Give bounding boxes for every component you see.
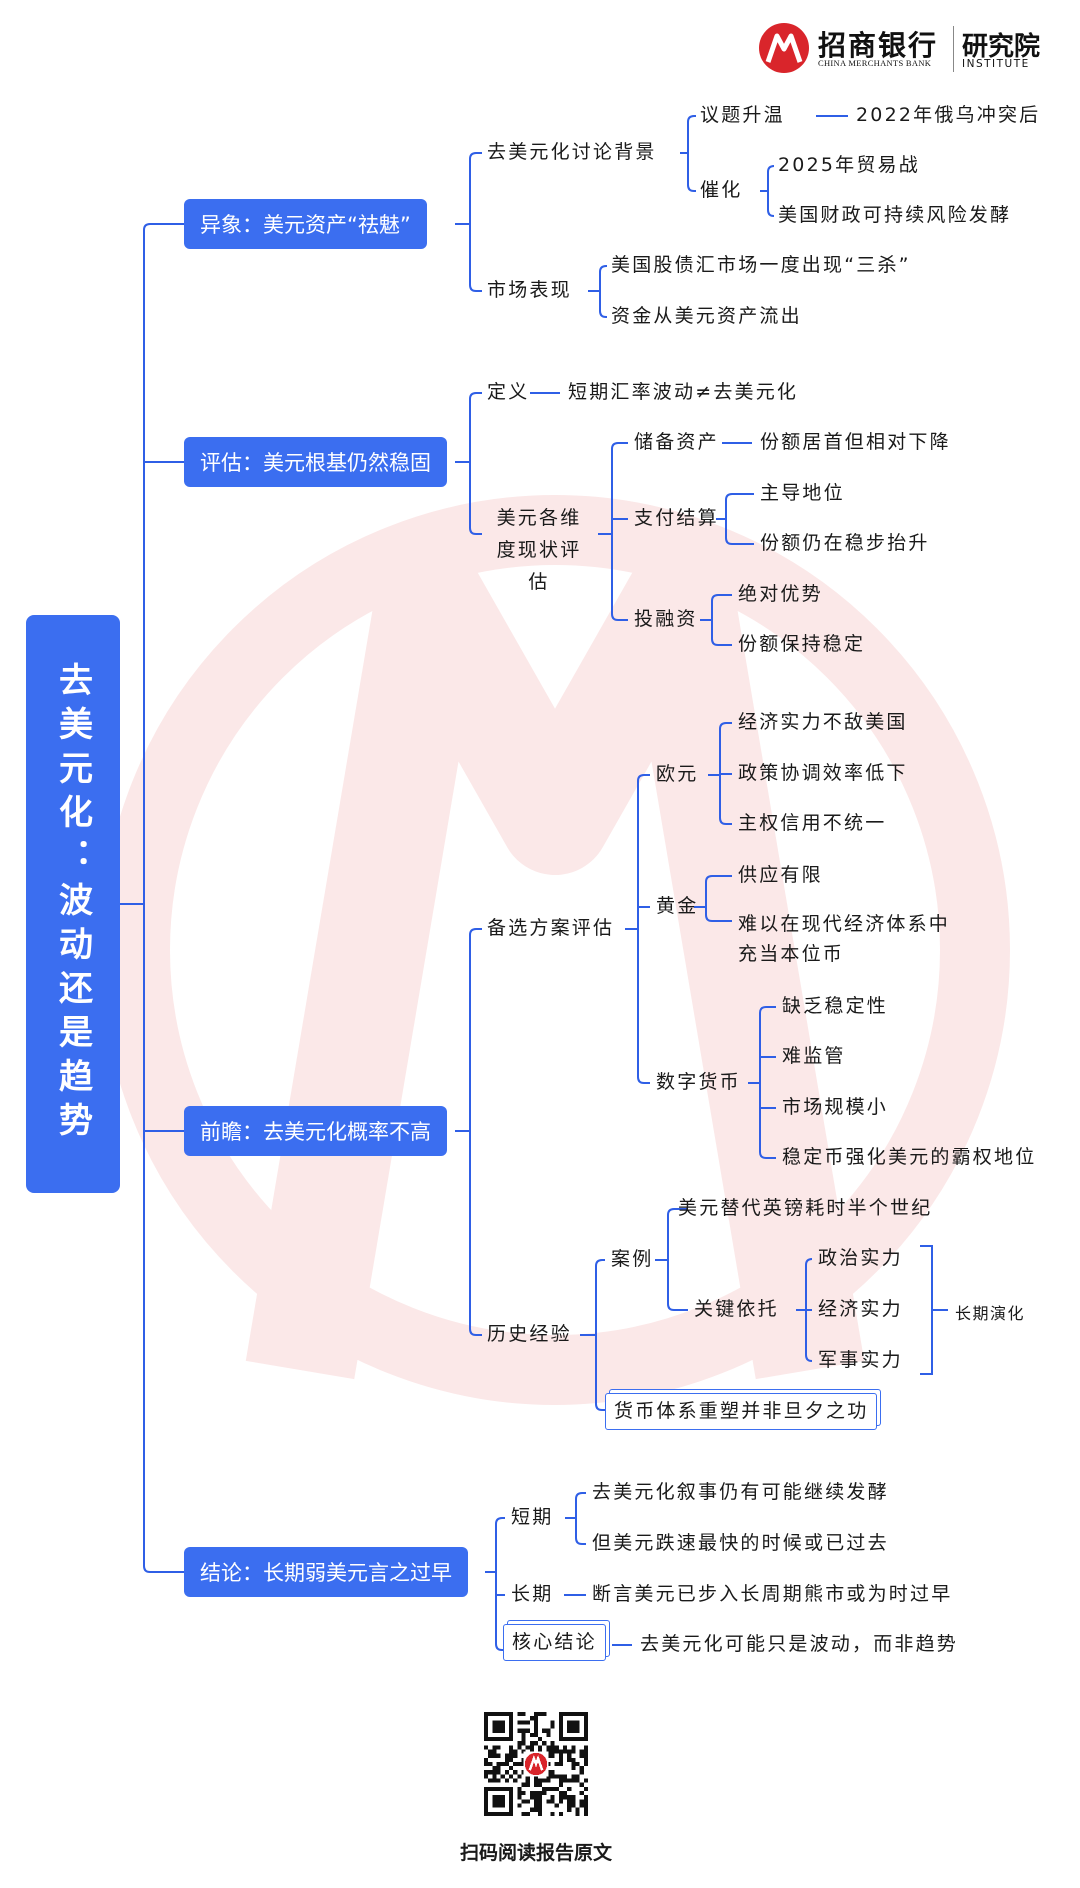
- node-key-support: 关键依托: [694, 1298, 779, 1320]
- node-reserve-detail: 份额居首但相对下降: [760, 431, 951, 453]
- watermark-logo: [100, 495, 1010, 1405]
- node-fiscal-risk: 美国财政可持续风险发酵: [778, 204, 1012, 226]
- node-stablecoin: 稳定币强化美元的霸权地位: [782, 1146, 1037, 1168]
- node-digital-regulation: 难监管: [782, 1045, 846, 1067]
- node-financing-advantage: 绝对优势: [738, 583, 823, 605]
- node-military: 军事实力: [818, 1349, 903, 1371]
- node-long-term: 长期: [511, 1583, 554, 1605]
- branch-anomaly: 异象：美元资产“祛魅”: [184, 199, 427, 249]
- branch-outlook: 前瞻：去美元化概率不高: [184, 1106, 447, 1156]
- bank-name-cn: 招商银行: [818, 29, 939, 62]
- node-euro-credit: 主权信用不统一: [738, 812, 887, 834]
- node-alternatives: 备选方案评估: [487, 917, 615, 939]
- node-triple-kill: 美国股债汇市场一度出现“三杀”: [611, 254, 911, 276]
- node-payment-dominant: 主导地位: [760, 482, 845, 504]
- cmb-logo-icon: [759, 23, 809, 73]
- node-market: 市场表现: [487, 279, 572, 301]
- node-capital-outflow: 资金从美元资产流出: [611, 305, 802, 327]
- node-gold-supply: 供应有限: [738, 864, 823, 886]
- root-label: 去美元化：波动还是趋势: [52, 662, 93, 1146]
- node-financing: 投融资: [634, 608, 698, 630]
- node-reserve: 储备资产: [634, 431, 719, 453]
- branch-assessment: 评估：美元根基仍然稳固: [184, 437, 447, 487]
- node-political: 政治实力: [818, 1247, 903, 1269]
- node-digital: 数字货币: [656, 1071, 741, 1093]
- node-bear-market: 断言美元已步入长周期熊市或为时过早: [592, 1583, 953, 1605]
- node-euro: 欧元: [656, 763, 699, 785]
- node-definition-detail: 短期汇率波动≠去美元化: [568, 381, 799, 403]
- qr-caption: 扫码阅读报告原文: [459, 1842, 612, 1864]
- node-digital-small: 市场规模小: [782, 1096, 889, 1118]
- node-pound-case: 美元替代英镑耗时半个世纪: [678, 1197, 933, 1219]
- node-financing-stable: 份额保持稳定: [738, 633, 866, 655]
- node-long-term-evolution: 长期演化: [955, 1304, 1026, 1323]
- node-not-overnight: 货币体系重塑并非旦夕之功: [605, 1393, 878, 1430]
- qr-code-icon[interactable]: [484, 1712, 588, 1816]
- node-history: 历史经验: [487, 1323, 572, 1345]
- node-gold-standard: 难以在现代经济体系中充当本位币: [738, 913, 951, 965]
- node-fastest-fall: 但美元跌速最快的时候或已过去: [592, 1532, 889, 1554]
- node-digital-unstable: 缺乏稳定性: [782, 995, 889, 1017]
- node-case: 案例: [611, 1248, 654, 1270]
- node-euro-economy: 经济实力不敌美国: [738, 711, 908, 733]
- institute-name-en: INSTITUTE: [962, 58, 1030, 70]
- node-narrative: 去美元化叙事仍有可能继续发酵: [592, 1481, 889, 1503]
- node-euro-policy: 政策协调效率低下: [738, 762, 908, 784]
- node-trade-war: 2025年贸易战: [778, 154, 920, 176]
- node-dimensions: 美元各维度现状评估: [496, 507, 582, 593]
- branch-conclusion: 结论：长期弱美元言之过早: [184, 1547, 468, 1597]
- node-payment: 支付结算: [634, 507, 719, 529]
- logo-divider: [953, 26, 954, 72]
- node-gold: 黄金: [656, 895, 699, 917]
- node-catalyst: 催化: [700, 179, 743, 201]
- node-short-term: 短期: [511, 1506, 554, 1528]
- node-heating-up: 议题升温: [700, 104, 785, 126]
- node-core-detail: 去美元化可能只是波动，而非趋势: [640, 1633, 959, 1655]
- node-payment-rising: 份额仍在稳步抬升: [760, 532, 930, 554]
- node-2022-conflict: 2022年俄乌冲突后: [856, 104, 1041, 126]
- bank-name-en: CHINA MERCHANTS BANK: [818, 58, 932, 68]
- institute-name-cn: 研究院: [962, 32, 1041, 62]
- node-economic: 经济实力: [818, 1298, 903, 1320]
- node-core-conclusion: 核心结论: [503, 1624, 606, 1661]
- node-definition: 定义: [487, 381, 530, 403]
- node-background: 去美元化讨论背景: [487, 141, 657, 163]
- root-node: 去美元化：波动还是趋势: [26, 615, 120, 1193]
